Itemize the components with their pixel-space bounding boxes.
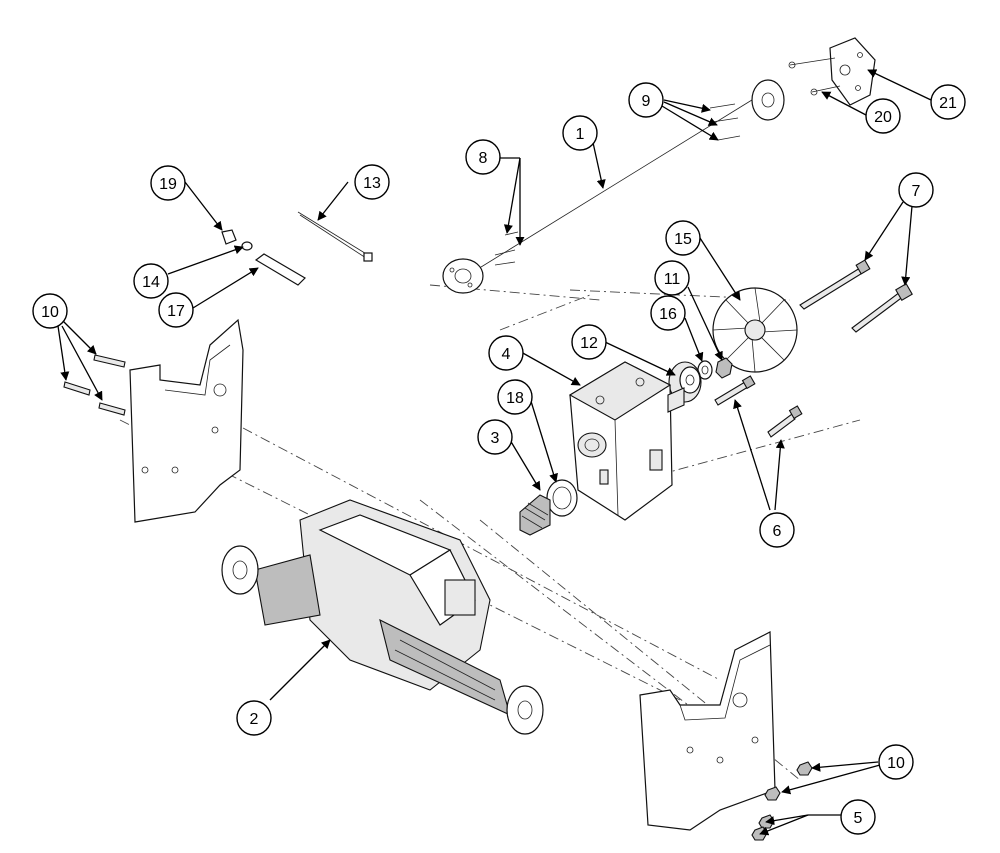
part-fan xyxy=(712,287,798,373)
callout-9-label: 9 xyxy=(642,93,651,110)
callout-15: 15 xyxy=(665,220,701,256)
right-frame-plate xyxy=(639,631,776,831)
callout-7: 7 xyxy=(898,172,934,208)
callout-1-label: 1 xyxy=(576,126,585,143)
callout-20: 20 xyxy=(865,98,901,134)
callout-5-label: 5 xyxy=(854,810,863,827)
part-cable-tie xyxy=(297,211,373,262)
callout-10-right-label: 10 xyxy=(887,755,905,772)
callout-2: 2 xyxy=(236,700,272,736)
callout-6-label: 6 xyxy=(773,523,782,540)
left-frame-plate xyxy=(129,318,244,523)
callout-2-label: 2 xyxy=(250,711,259,728)
callout-3: 3 xyxy=(477,419,513,455)
callout-11-label: 11 xyxy=(664,271,681,288)
callout-15-label: 15 xyxy=(674,231,692,248)
callout-9: 9 xyxy=(628,82,664,118)
callout-8-label: 8 xyxy=(479,150,488,167)
callout-3-label: 3 xyxy=(491,430,500,447)
callout-12: 12 xyxy=(571,324,607,360)
callout-17-label: 17 xyxy=(167,303,185,320)
callout-8: 8 xyxy=(465,139,501,175)
part-gearbox xyxy=(568,361,685,521)
callout-21-label: 21 xyxy=(939,95,957,112)
callout-12-label: 12 xyxy=(580,335,598,352)
part-long-bolts xyxy=(799,259,913,333)
callout-20-label: 20 xyxy=(874,109,892,126)
callout-17: 17 xyxy=(158,292,194,328)
callouts: 1 2 3 4 5 6 7 8 9 10 10 11 12 13 14 15 1… xyxy=(32,82,966,835)
part-gear xyxy=(519,494,551,536)
callout-13-label: 13 xyxy=(363,175,381,192)
leader-lines xyxy=(57,69,932,836)
part-bolts-6 xyxy=(714,375,803,438)
part-seal-ring xyxy=(546,479,578,517)
callout-16: 16 xyxy=(650,295,686,331)
callout-14: 14 xyxy=(133,263,169,299)
callout-18: 18 xyxy=(497,379,533,415)
callout-19: 19 xyxy=(150,165,186,201)
callout-14-label: 14 xyxy=(142,274,160,291)
callout-4-label: 4 xyxy=(502,346,511,363)
part-end-cap-right xyxy=(709,79,785,141)
part-fitting xyxy=(221,229,237,245)
callout-11: 11 xyxy=(654,260,690,296)
part-bracket-plate xyxy=(829,37,876,106)
callout-18-label: 18 xyxy=(506,390,524,407)
callout-1: 1 xyxy=(562,115,598,151)
part-transaxle xyxy=(221,499,544,735)
callout-21: 21 xyxy=(930,84,966,120)
part-nut xyxy=(715,357,733,379)
part-washer xyxy=(697,360,713,380)
callout-5: 5 xyxy=(840,799,876,835)
callout-10-left-label: 10 xyxy=(41,304,59,321)
callout-19-label: 19 xyxy=(159,176,177,193)
callout-10-left: 10 xyxy=(32,293,68,329)
part-end-cap-left xyxy=(442,231,519,294)
callout-13: 13 xyxy=(354,164,390,200)
callout-16-label: 16 xyxy=(659,306,677,323)
callout-4: 4 xyxy=(488,335,524,371)
part-tube xyxy=(254,253,306,286)
part-bolts-left xyxy=(63,354,126,416)
part-clamp xyxy=(241,241,253,251)
callout-7-label: 7 xyxy=(912,183,921,200)
part-bracket-bolts xyxy=(788,57,841,96)
callout-6: 6 xyxy=(759,512,795,548)
callout-10-right: 10 xyxy=(878,744,914,780)
